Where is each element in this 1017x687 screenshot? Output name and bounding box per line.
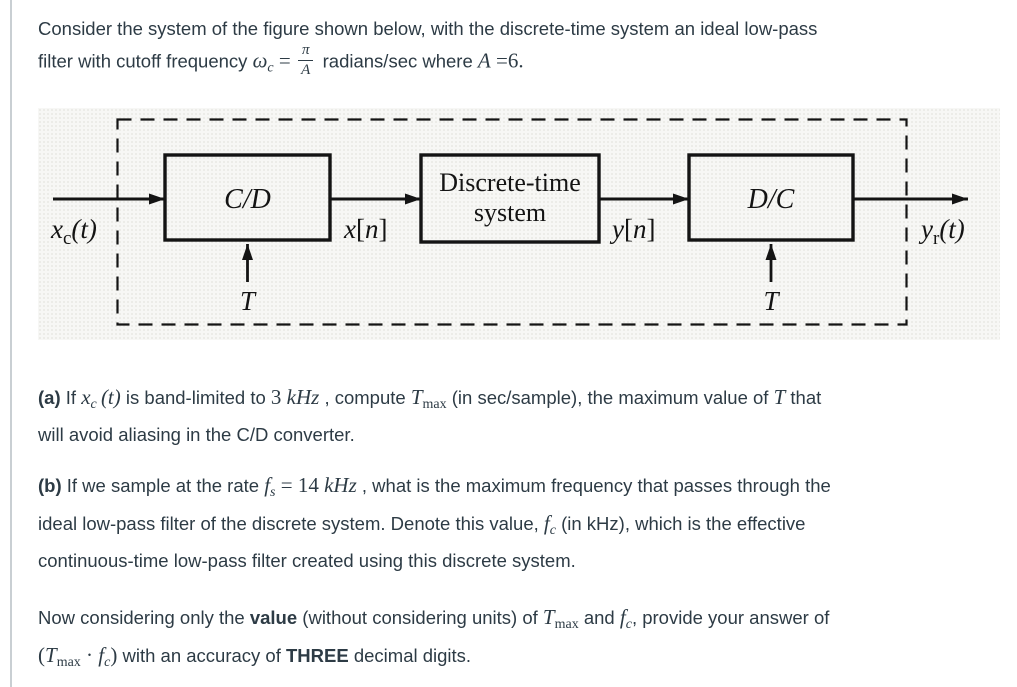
text-run: kHz [324,472,357,497]
text-run: max [554,616,579,632]
overall-system-dashed-box [116,118,908,326]
text-run: kHz [286,384,320,409]
text-run: (b) [38,474,62,496]
dc-label: D/C [747,184,795,215]
text-run: and [578,606,620,628]
cd-label: C/D [224,184,271,215]
text-run: ( [38,642,45,667]
text-run: Consider the system of the figure shown … [38,18,818,39]
text-run: c [549,522,556,538]
text-run: 3 [270,384,287,409]
text-run: f [98,642,105,667]
discrete-time-label-line1: Discrete-time [439,168,581,197]
dc-block [687,152,855,242]
text-run: value [249,606,298,628]
text-run: (without considering units) of [297,606,543,628]
system-diagram-svg: C/D Discrete-time system D/C xc(t) x[n] … [50,118,968,326]
text-run: If we sample at the rate [61,474,265,496]
cd-block [163,152,332,242]
text-run: If [60,386,82,408]
text-run: continuous-time low-pass filter created … [38,549,576,571]
text-run: c [104,654,111,670]
output-signal-label: yr(t) [918,214,965,249]
part-a-paragraph: (a) If xc (t) is band-limited to 3 kHz ,… [38,382,997,450]
text-run: c [625,616,632,632]
text-run: (t) [96,384,121,409]
text-run: will avoid aliasing in the C/D converter… [38,423,355,445]
cd-clock-label: T [240,286,257,316]
text-run: s [270,484,276,500]
y-n-label: y[n] [609,214,655,244]
part-b-paragraph: (b) If we sample at the rate fs = 14 kHz… [38,470,997,576]
text-run: x [81,384,91,409]
text-run: f [543,510,550,535]
text-run: =6. [490,48,524,73]
text-run: f [619,604,626,629]
text-run: = 14 [275,472,325,497]
text-run: (a) [38,386,61,408]
text-run: = [273,48,296,73]
text-run: decimal digits. [348,644,472,666]
text-run: ideal low-pass filter of the discrete sy… [38,512,544,534]
discrete-time-block [419,152,601,244]
text-run: (in kHz), which is the effective [555,512,806,534]
text-run: THREE [286,644,349,666]
intro-paragraph: Consider the system of the figure shown … [38,14,997,84]
text-run: max [56,654,81,670]
discrete-time-label-line2: system [474,198,546,227]
text-run: T [773,384,786,409]
text-run: ) [110,642,118,667]
text-run: , provide your answer of [631,606,830,628]
page-left-border [10,0,12,687]
text-run: (in sec/sample), the maximum value of [446,386,774,408]
text-run: A [477,48,491,73]
text-run: c [267,60,274,76]
text-run: ω [252,48,268,73]
final-paragraph: Now considering only the value (without … [38,602,997,678]
text-run: filter with cutoff frequency [38,50,253,72]
text-run: Now considering only the [38,606,250,628]
text-run: c [90,396,97,412]
text-run: T [410,384,423,409]
text-run: that [785,386,822,408]
dc-clock-label: T [763,286,780,316]
text-run: radians/sec where [317,50,478,72]
text-run: , compute [319,386,411,408]
text-run: max [422,396,447,412]
input-signal-label: xc(t) [50,214,97,249]
text-run: , what is the maximum frequency that pas… [356,474,831,496]
text-run: T [45,642,57,667]
text-run: f [264,472,271,497]
system-block-diagram: C/D Discrete-time system D/C xc(t) x[n] … [38,107,1000,340]
x-n-label: x[n] [343,214,387,244]
text-run: T [542,604,555,629]
text-run: · [80,642,99,667]
text-run: is band-limited to [120,386,271,408]
text-run: with an accuracy of [117,644,286,666]
